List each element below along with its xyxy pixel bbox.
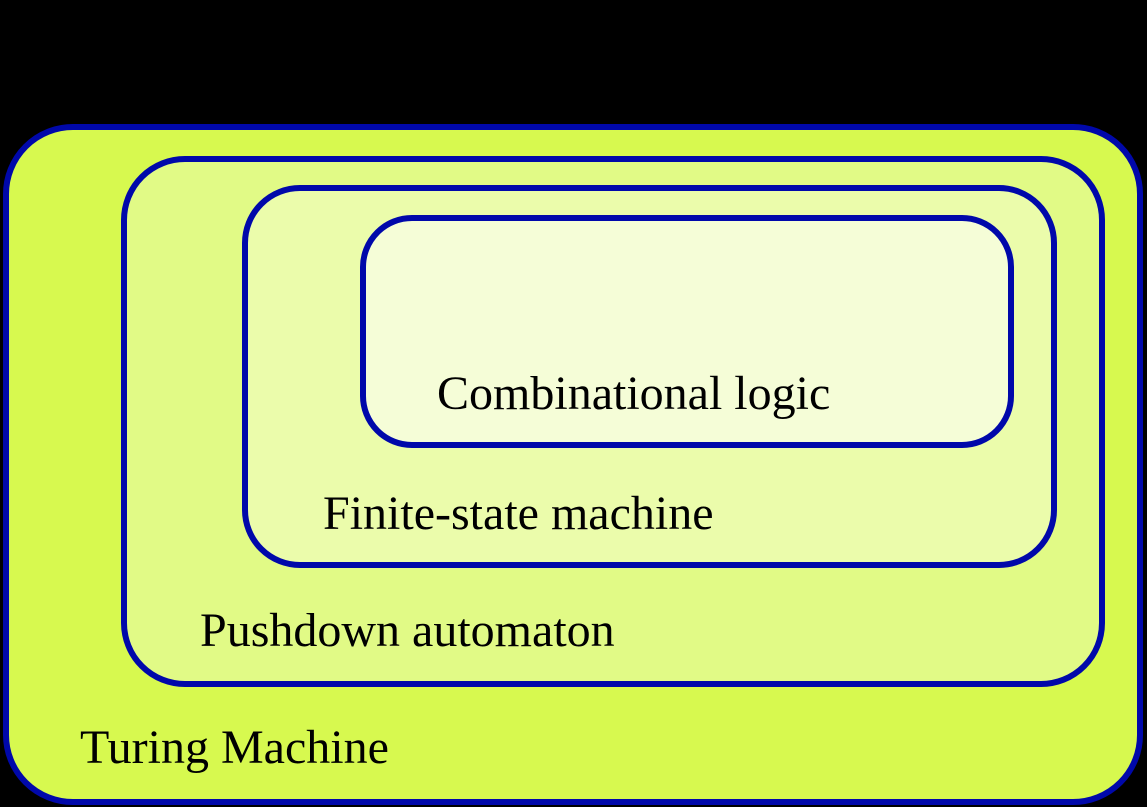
finite-state-machine-label: Finite-state machine (323, 487, 714, 541)
turing-machine-box: Turing Machine Pushdown automaton Finite… (3, 124, 1143, 805)
pushdown-automaton-label: Pushdown automaton (200, 604, 615, 658)
pushdown-automaton-box: Pushdown automaton Finite-state machine … (121, 156, 1105, 687)
turing-machine-label: Turing Machine (80, 721, 389, 775)
combinational-logic-box: Combinational logic (360, 215, 1014, 448)
combinational-logic-label: Combinational logic (437, 367, 831, 421)
finite-state-machine-box: Finite-state machine Combinational logic (242, 185, 1057, 568)
